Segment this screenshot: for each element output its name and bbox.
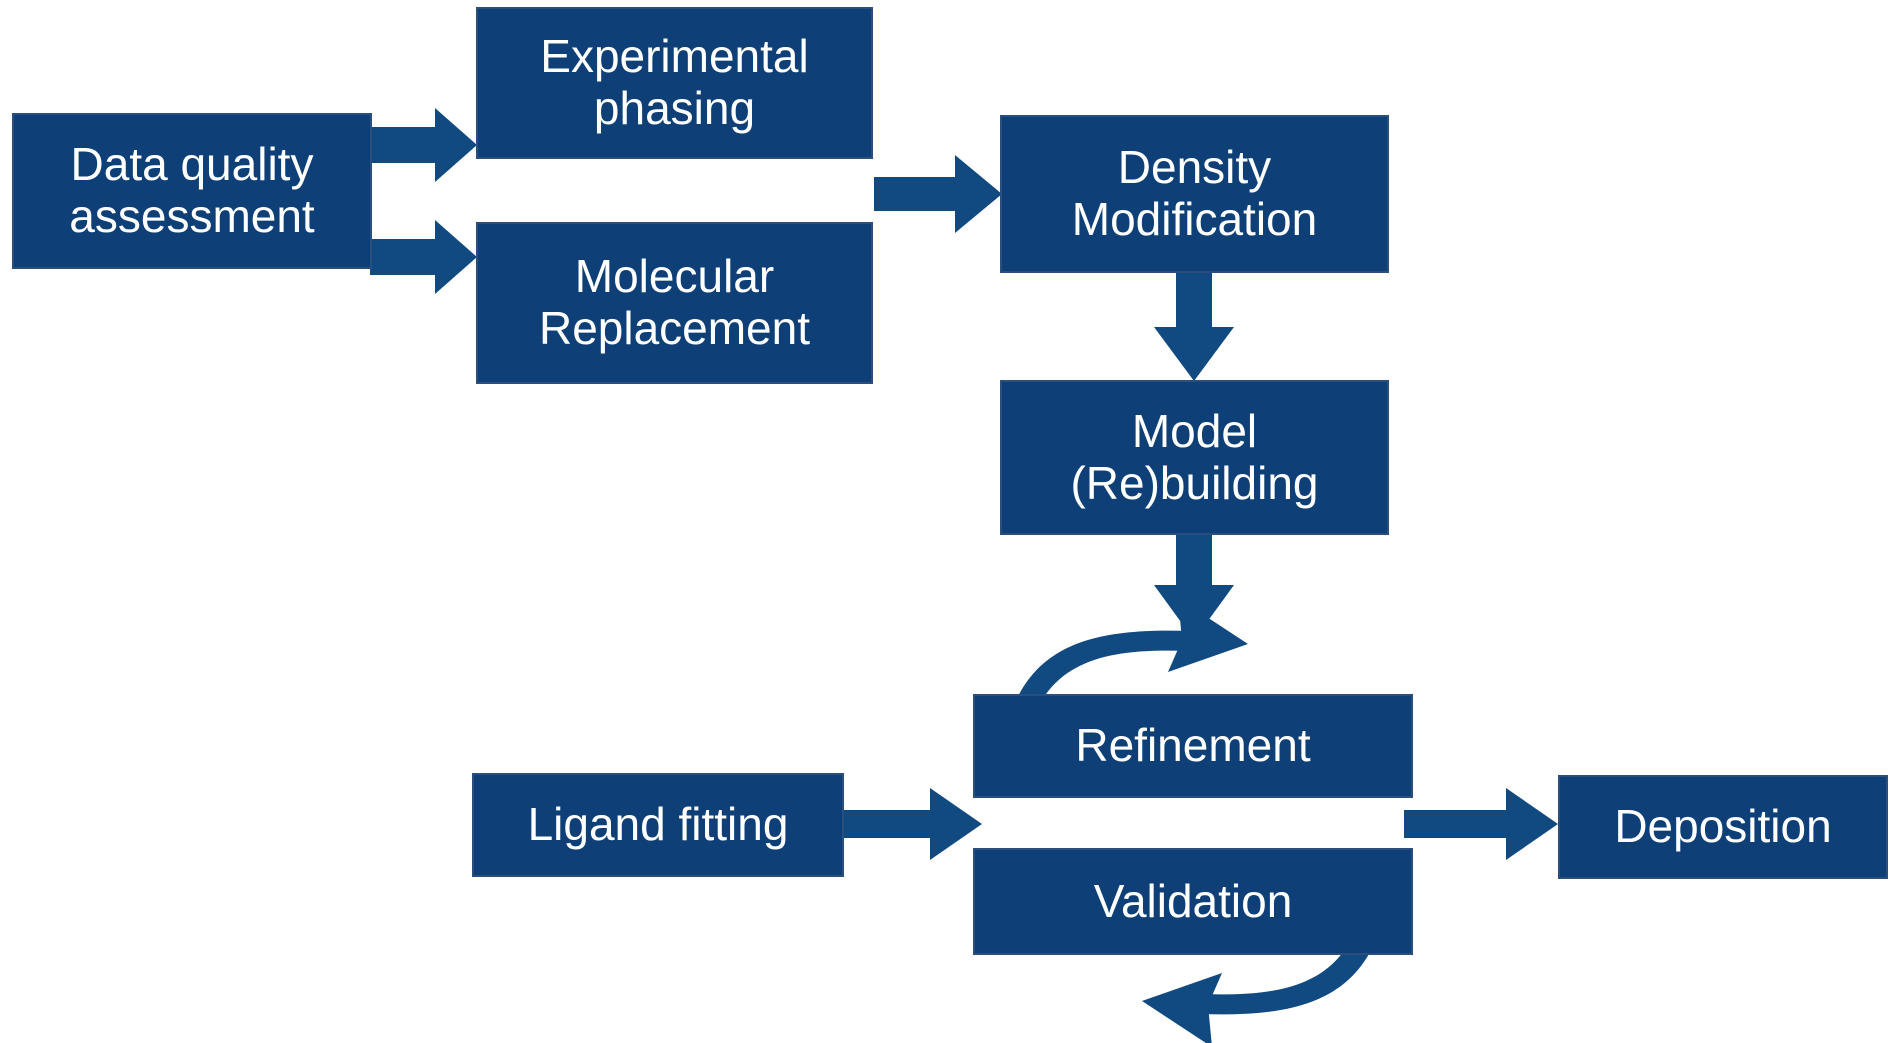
edge-data-quality-to-exp-phasing	[370, 108, 477, 182]
node-deposition[interactable]: Deposition	[1558, 775, 1888, 879]
node-refinement[interactable]: Refinement	[973, 694, 1413, 798]
node-density-modification[interactable]: Density Modification	[1000, 115, 1389, 273]
edge-density-mod-to-model-rebuilding	[1154, 272, 1234, 381]
node-molecular-replacement[interactable]: Molecular Replacement	[476, 222, 873, 384]
node-label: Refinement	[1075, 719, 1311, 772]
node-label: Ligand fitting	[527, 798, 789, 851]
node-label: Model (Re)building	[1070, 404, 1319, 509]
node-data-quality-assessment[interactable]: Data quality assessment	[12, 113, 372, 269]
edge-validation-to-deposition	[1404, 788, 1558, 860]
edge-data-quality-to-mol-replacement	[370, 220, 477, 294]
edge-model-rebuilding-to-refinement	[1154, 534, 1234, 640]
node-label: Density Modification	[1071, 141, 1318, 245]
node-validation[interactable]: Validation	[973, 848, 1413, 955]
edge-mol-replacement-to-density-mod	[874, 155, 1002, 233]
node-model-rebuilding[interactable]: Model (Re)building	[1000, 380, 1389, 535]
node-label: Molecular Replacement	[538, 250, 811, 354]
node-label: Experimental phasing	[540, 30, 809, 134]
node-ligand-fitting[interactable]: Ligand fitting	[472, 773, 844, 877]
validation-to-refinement-curved-arrow	[1142, 855, 1390, 1043]
node-label: Data quality assessment	[69, 138, 315, 242]
node-label: Deposition	[1614, 800, 1832, 853]
node-experimental-phasing[interactable]: Experimental phasing	[476, 7, 873, 159]
edge-ligand-fitting-to-refinement	[843, 788, 982, 860]
node-label: Validation	[1093, 874, 1293, 927]
